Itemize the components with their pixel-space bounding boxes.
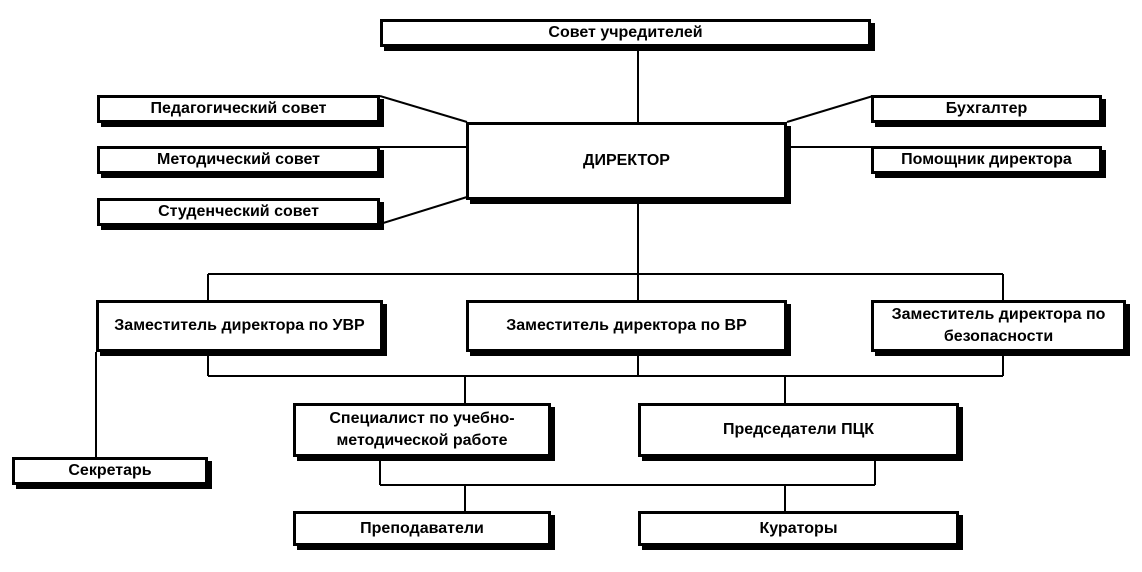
node-spec: Специалист по учебно-методической работе [293,403,551,457]
node-ped: Педагогический совет [97,95,380,123]
node-buh: Бухгалтер [871,95,1102,123]
node-sekr: Секретарь [12,457,208,485]
node-zam-uvr: Заместитель директора по УВР [96,300,383,352]
node-stud: Студенческий совет [97,198,380,226]
node-kur: Кураторы [638,511,959,546]
node-sovet: Совет учредителей [380,19,871,47]
node-pck: Председатели ПЦК [638,403,959,457]
node-zam-vr: Заместитель директора по ВР [466,300,787,352]
line-stud-director [379,196,468,225]
node-director: ДИРЕКТОР [466,122,787,200]
node-met: Методический совет [97,146,380,174]
node-pom: Помощник директора [871,146,1102,174]
node-prep: Преподаватели [293,511,551,546]
line-ped-director [379,95,468,123]
line-buh-director [786,95,874,123]
node-zam-bez: Заместитель директора по безопасности [871,300,1126,352]
